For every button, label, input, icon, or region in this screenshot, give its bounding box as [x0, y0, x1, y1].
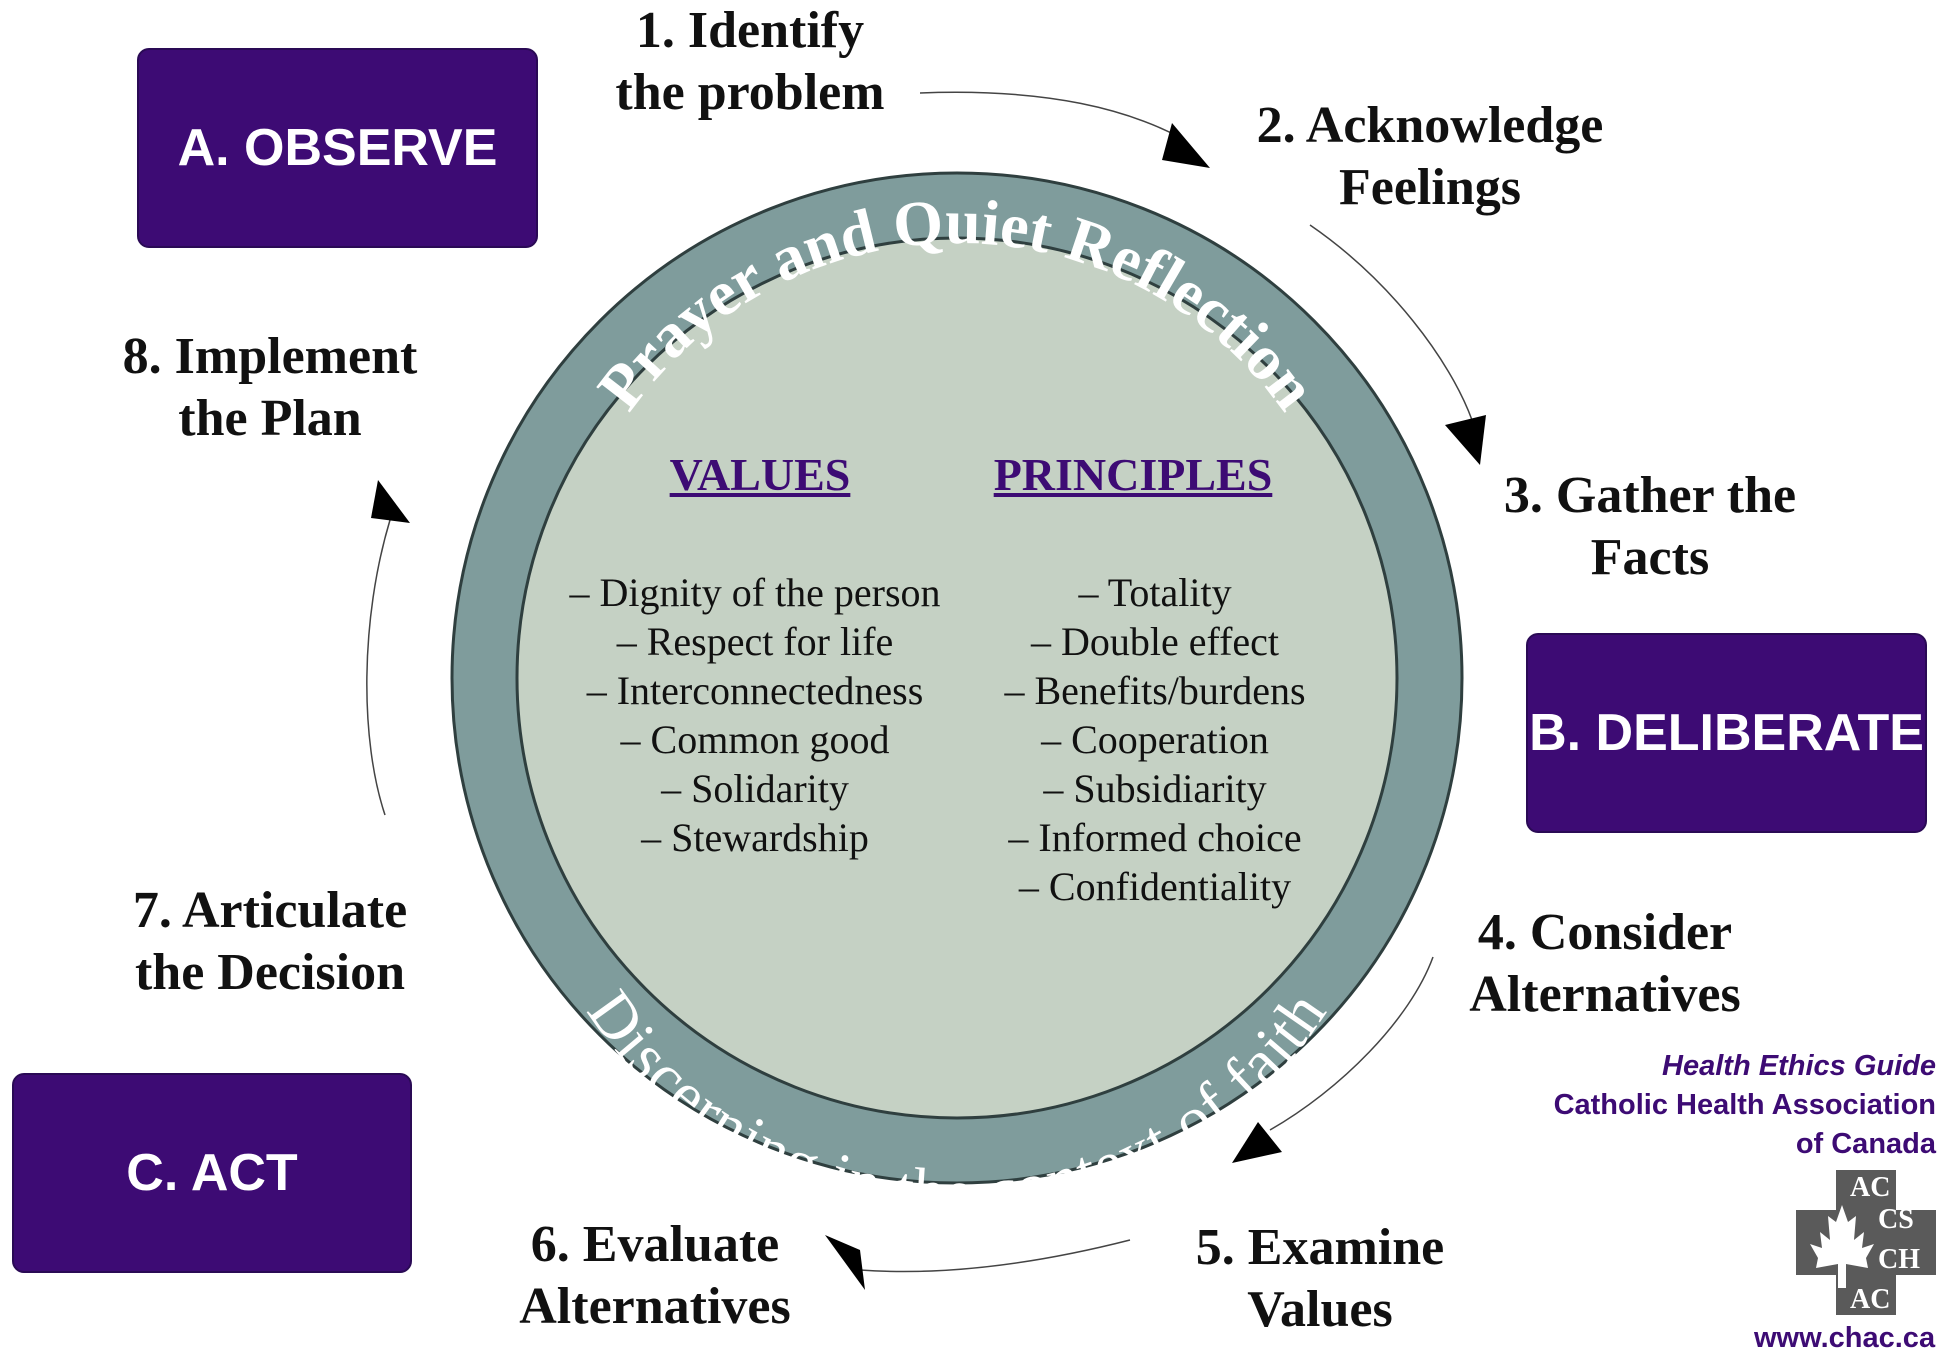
list-item: – Informed choice [1008, 815, 1302, 860]
arrow-4-to-5 [1269, 956, 1434, 1131]
step-7-line2: the Decision [134, 944, 406, 1001]
list-item: – Interconnectedness [586, 668, 924, 713]
logo-letters-4: AC [1850, 1284, 1890, 1315]
website-link[interactable]: www.chac.ca [1754, 1322, 1936, 1354]
step-6-line2: Alternatives [519, 1278, 791, 1335]
step-3-line2: Facts [1590, 529, 1710, 586]
phase-act: C. ACT [12, 1073, 412, 1273]
arrow-1-to-2 [919, 91, 1186, 141]
step-1-line2: the problem [615, 64, 885, 121]
step-3: 3. Gather the Facts [1480, 465, 1820, 589]
list-item: – Solidarity [661, 766, 849, 811]
arrow-2-to-3 [1309, 224, 1473, 421]
values-heading: VALUES [669, 449, 851, 500]
chac-logo: AC CS CH AC [1796, 1170, 1936, 1315]
list-item: – Stewardship [641, 815, 869, 860]
step-6-line1: 6. Evaluate [530, 1216, 780, 1273]
logo-letters-3: CH [1878, 1244, 1920, 1275]
arrowhead-5 [1232, 1122, 1282, 1163]
step-5-line1: 5. Examine [1195, 1219, 1445, 1276]
list-item: – Respect for life [616, 619, 894, 664]
list-item: – Double effect [1030, 619, 1280, 664]
arrow-7-to-8 [366, 519, 391, 816]
arrowhead-2 [1162, 123, 1210, 168]
phase-deliberate: B. DELIBERATE [1526, 633, 1927, 833]
list-item: – Dignity of the person [569, 570, 941, 615]
step-8: 8. Implement the Plan [105, 326, 435, 450]
arrowhead-6 [825, 1235, 865, 1290]
step-6: 6. Evaluate Alternatives [500, 1214, 810, 1338]
logo-letters-2: CS [1878, 1204, 1914, 1235]
source-credit: Health Ethics Guide Catholic Health Asso… [1480, 1047, 1936, 1164]
credit-country: of Canada [1795, 1128, 1936, 1160]
list-item: – Common good [620, 717, 890, 762]
step-2: 2. Acknowledge Feelings [1225, 95, 1635, 219]
step-2-line2: Feelings [1339, 159, 1521, 216]
list-item: – Confidentiality [1018, 864, 1292, 909]
maple-leaf-icon [1810, 1205, 1874, 1288]
list-item: – Totality [1078, 570, 1232, 615]
step-7-line1: 7. Articulate [132, 882, 408, 939]
arrow-5-to-6 [859, 1239, 1131, 1273]
step-1-line1: 1. Identify [635, 2, 865, 59]
step-5: 5. Examine Values [1170, 1217, 1470, 1341]
step-7: 7. Articulate the Decision [110, 880, 430, 1004]
phase-act-label: C. ACT [126, 1144, 298, 1202]
phase-deliberate-label: B. DELIBERATE [1529, 704, 1924, 762]
logo-letters-1: AC [1850, 1172, 1890, 1203]
step-1: 1. Identify the problem [590, 0, 910, 124]
principles-list: – Totality – Double effect – Benefits/bu… [955, 568, 1355, 911]
step-4-line2: Alternatives [1469, 966, 1741, 1023]
phase-observe-label: A. OBSERVE [177, 119, 498, 177]
list-item: – Cooperation [1041, 717, 1269, 762]
arrowhead-3 [1445, 415, 1486, 465]
arrowhead-8 [371, 480, 410, 523]
step-8-line2: the Plan [178, 390, 362, 447]
credit-guide-title: Health Ethics Guide [1662, 1050, 1936, 1082]
step-8-line1: 8. Implement [122, 328, 418, 385]
list-item: – Subsidiarity [1043, 766, 1267, 811]
list-item: – Benefits/burdens [1004, 668, 1306, 713]
values-list: – Dignity of the person – Respect for li… [545, 568, 965, 862]
step-5-line2: Values [1247, 1281, 1393, 1338]
credit-organization: Catholic Health Association [1553, 1089, 1936, 1121]
step-4-line1: 4. Consider [1477, 904, 1733, 961]
step-3-line1: 3. Gather the [1503, 467, 1797, 524]
step-2-line1: 2. Acknowledge [1256, 97, 1604, 154]
inner-disc [515, 236, 1399, 1120]
step-4: 4. Consider Alternatives [1450, 902, 1760, 1026]
principles-heading: PRINCIPLES [993, 449, 1273, 500]
phase-observe: A. OBSERVE [137, 48, 538, 248]
